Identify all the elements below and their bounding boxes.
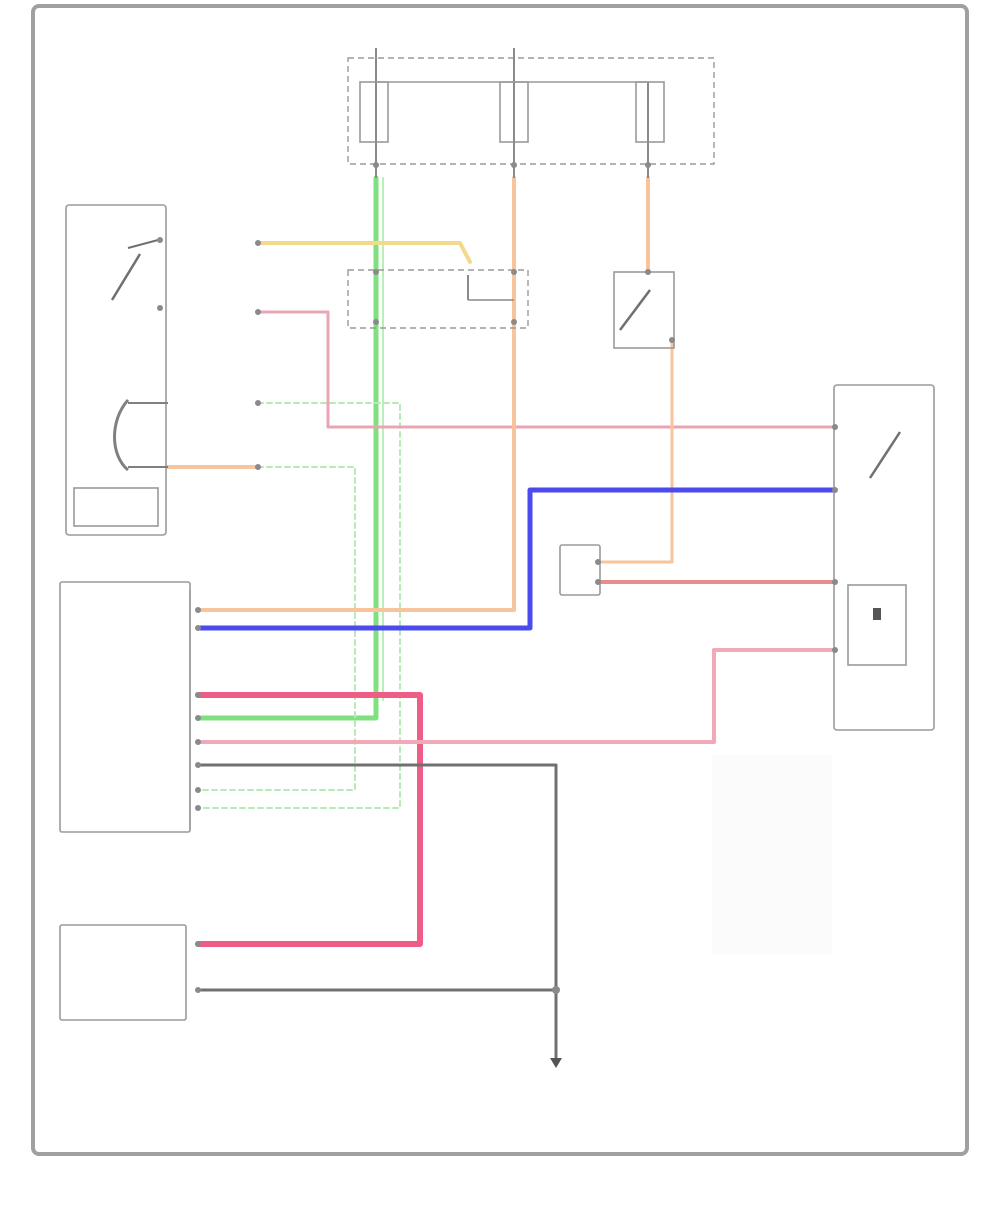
wire-green-dashed-2 — [197, 466, 356, 791]
park-switch — [832, 384, 935, 731]
connector — [559, 544, 601, 596]
wires — [166, 175, 838, 1060]
key-lock-solenoid — [65, 204, 261, 536]
wire-blue — [195, 487, 838, 631]
wire-green-dashed-1 — [197, 402, 401, 809]
wire-yellow — [256, 241, 472, 264]
ground — [550, 986, 562, 1068]
wire-gray-main — [196, 763, 558, 1060]
wire-pink — [195, 692, 423, 947]
outer-frame — [31, 4, 969, 1156]
wire-pink-lower — [196, 648, 837, 744]
faint-region — [712, 755, 832, 955]
wire-green-main — [195, 175, 379, 721]
control-unit — [59, 581, 201, 833]
wire-orange-relay2 — [596, 338, 674, 564]
stop-lamp-switch — [613, 269, 675, 349]
combination-meter — [59, 924, 201, 1021]
wire-pink-light — [256, 310, 837, 429]
relay — [347, 269, 529, 329]
fuse-block — [347, 48, 715, 178]
